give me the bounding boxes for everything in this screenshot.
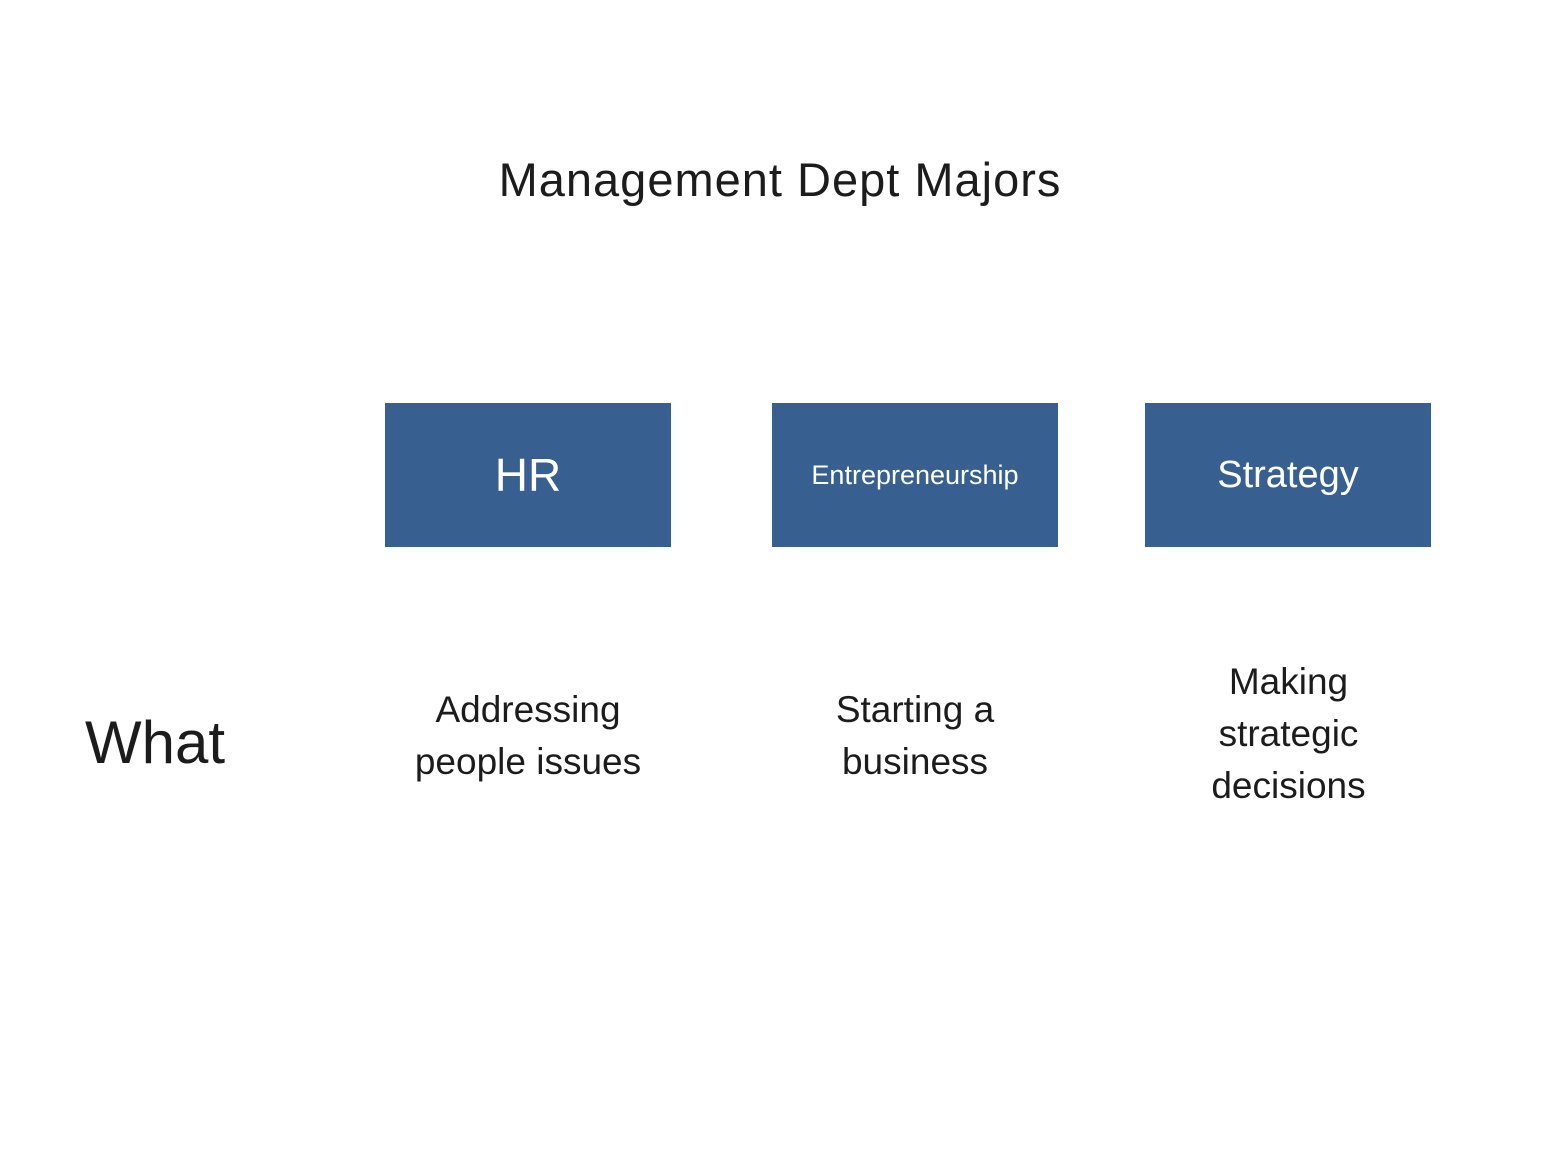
row-label-what: What (85, 709, 226, 776)
what-cell-entrepreneurship: Starting a business (835, 689, 995, 782)
major-box-entrepreneurship: Entrepreneurship (772, 403, 1058, 547)
major-box-hr: HR (385, 403, 671, 547)
major-box-strategy-label: Strategy (1217, 453, 1359, 496)
major-box-hr-label: HR (494, 449, 562, 501)
what-cell-hr: Addressing people issues (414, 689, 642, 782)
slide-title: Management Dept Majors (498, 153, 1062, 206)
major-box-entrepreneurship-label: Entrepreneurship (811, 459, 1019, 490)
what-cell-strategy: Making strategic decisions (1211, 661, 1366, 806)
major-box-strategy: Strategy (1145, 403, 1431, 547)
